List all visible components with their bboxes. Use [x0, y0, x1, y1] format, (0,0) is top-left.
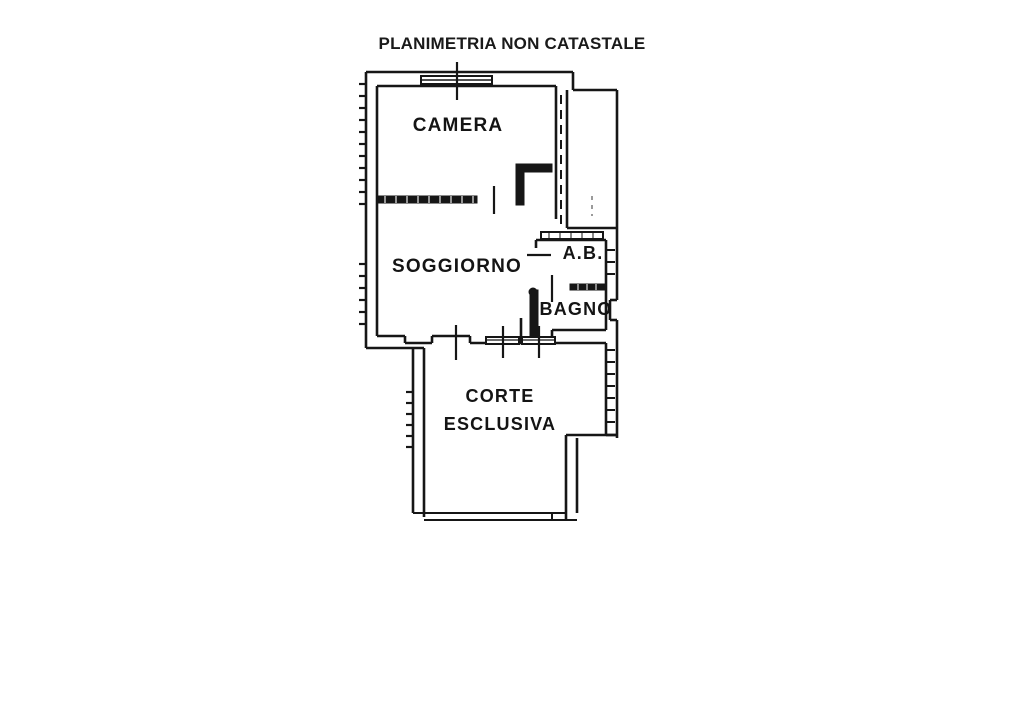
room-label-soggiorno: SOGGIORNO	[392, 256, 522, 277]
wall-hatch-left-courtyard	[406, 390, 414, 449]
wall-hatch-right	[607, 249, 615, 423]
room-label-corte: CORTE	[466, 386, 535, 406]
window-ab-top	[540, 231, 604, 240]
room-label-bagno: BAGNO	[540, 299, 613, 319]
page-title: PLANIMETRIA NON CATASTALE	[378, 34, 646, 53]
room-labels: CAMERA SOGGIORNO A.B. BAGNO CORTE ESCLUS…	[392, 115, 613, 434]
window-camera-top	[420, 62, 493, 100]
openings	[420, 62, 604, 360]
wall-hatch-left-apartment	[359, 82, 367, 326]
room-label-corte-esclusiva: ESCLUSIVA	[444, 414, 556, 434]
room-label-antibagno: A.B.	[563, 243, 604, 263]
doors-bottom-group	[485, 318, 556, 358]
room-label-camera: CAMERA	[413, 115, 504, 136]
wall-outlines	[364, 70, 619, 521]
interior-partitions	[376, 163, 607, 339]
